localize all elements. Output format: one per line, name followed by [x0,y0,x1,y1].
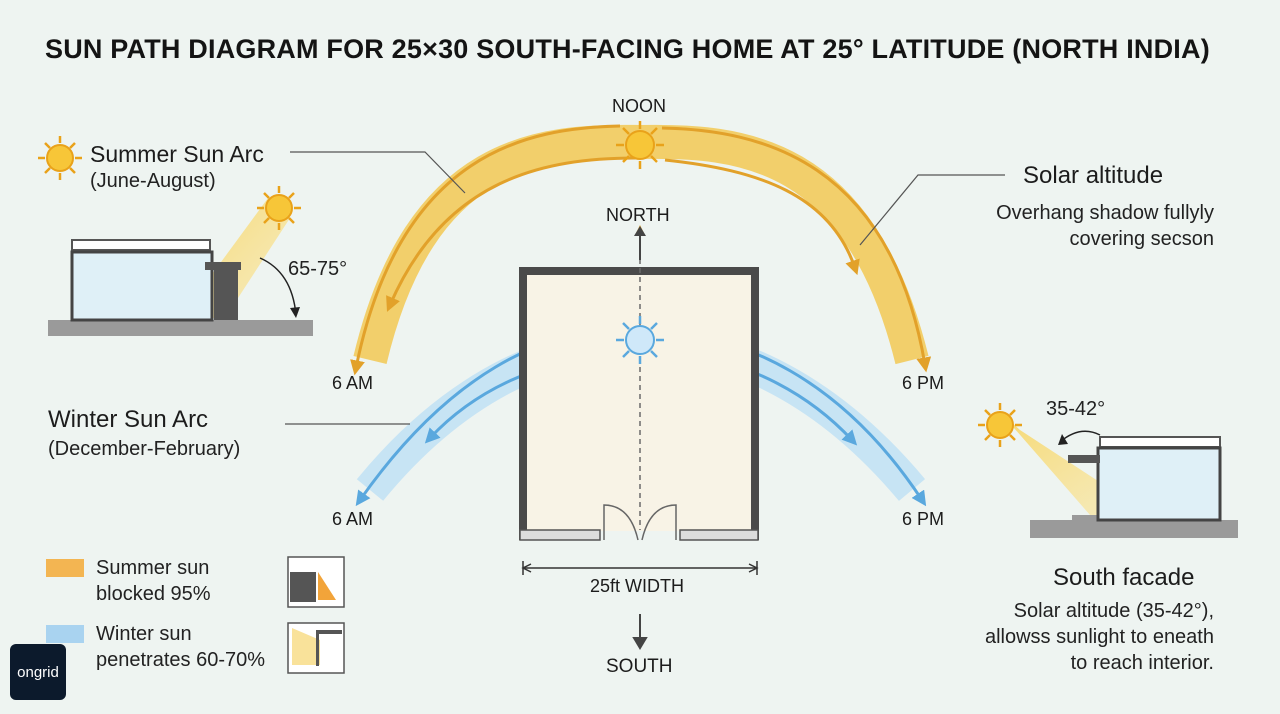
summer-section-sun-icon [257,186,301,230]
summer-leader [290,151,466,194]
south-facade-line3: to reach interior. [1070,652,1214,674]
legend-summer-line1: Summer sun [96,557,210,579]
south-facade-line1: Solar altitude (35-42°), [1013,600,1214,622]
winter-arc-months: (December-February) [48,438,241,460]
summer-angle: 65-75° [288,258,348,280]
winter-angle: 35-42° [1046,398,1106,420]
noon-label: NOON [612,96,666,116]
altitude-leader [859,174,1005,246]
solar-altitude-line2: covering secson [1069,228,1214,250]
summer-legend-sun-icon [38,136,82,180]
width-label: 25ft WIDTH [590,576,685,596]
south-arrow [632,614,648,650]
summer-arc-arrow-left [386,156,637,312]
brand-logo: ongrid [10,644,66,700]
summer-right-time: 6 PM [902,373,945,393]
legend-winter-line1: Winter sun [96,623,192,645]
winter-left-time: 6 AM [332,509,374,529]
legend-winter-thumb [287,622,345,674]
south-facade-title: South facade [1053,564,1195,591]
noon-sun-icon [616,121,664,169]
solar-altitude-line1: Overhang shadow fullyly [996,202,1214,224]
winter-arc-label: Winter Sun Arc [48,406,209,433]
door-icon [603,504,677,541]
winter-section-drawing [1030,430,1238,538]
summer-arc-outer-left [350,124,621,376]
house-plan [519,267,759,540]
summer-arc-months: (June-August) [90,170,216,192]
winter-beam [1000,412,1150,515]
legend-summer-line2: blocked 95% [96,583,211,605]
summer-arc-arrow-right [664,158,860,276]
summer-section-drawing [48,239,313,336]
south-facade-line2: allowss sunlight to eneath [984,626,1214,648]
summer-arc-label: Summer Sun Arc [90,141,264,167]
legend-summer-thumb [287,556,345,608]
legend-winter-line2: penetrates 60-70% [96,649,266,671]
winter-section-sun-icon [978,403,1022,447]
legend-winter-swatch [46,625,84,643]
winter-sun-icon [616,316,664,364]
summer-left-time: 6 AM [332,373,374,393]
summer-arc-outer-right [661,126,932,373]
winter-right-time: 6 PM [902,509,945,529]
page-title: SUN PATH DIAGRAM FOR 25×30 SOUTH-FACING … [45,34,1210,64]
north-label: NORTH [606,205,670,225]
solar-altitude-title: Solar altitude [1023,162,1164,189]
legend-summer-swatch [46,559,84,577]
south-label: SOUTH [606,656,673,677]
